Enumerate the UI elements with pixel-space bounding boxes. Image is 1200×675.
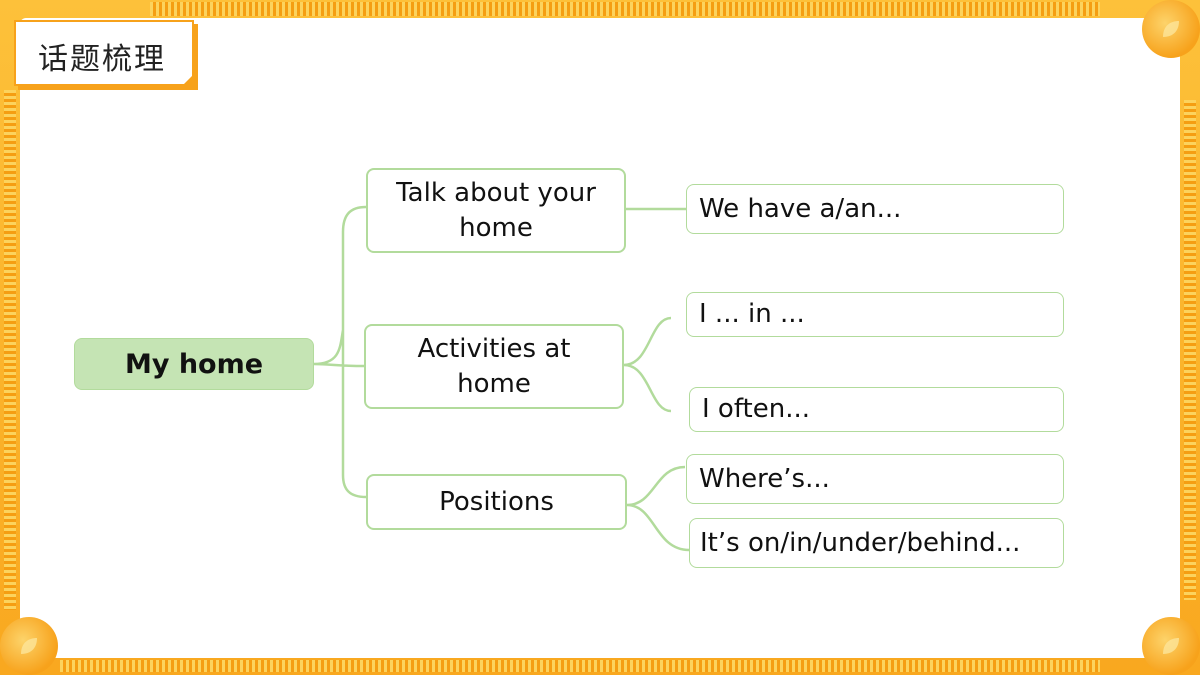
branch-label: Talk about your home: [396, 177, 596, 243]
mindmap-root-node: My home: [74, 338, 314, 390]
branch-activities-at-home: Activities at home: [364, 324, 624, 409]
leaf-we-have: We have a/an...: [686, 184, 1064, 234]
branch-positions: Positions: [366, 474, 627, 530]
branch-label: Activities at home: [417, 333, 571, 399]
leaf-icon: [21, 638, 37, 654]
corner-flower-top-right: [1142, 0, 1200, 58]
branch-label: Positions: [439, 486, 554, 517]
leaf-icon: [1163, 638, 1179, 654]
frame-stripe-right: [1184, 100, 1196, 600]
leaf-i-often: I often...: [689, 387, 1064, 432]
frame-stripe-left: [4, 90, 16, 610]
corner-flower-bottom-right: [1142, 617, 1200, 675]
page-title: 话题梳理: [38, 42, 166, 77]
connector-positions: [626, 465, 690, 552]
title-tab: 话题梳理: [14, 20, 194, 86]
corner-flower-bottom-left: [0, 617, 58, 675]
branch-talk-about-home: Talk about your home: [366, 168, 626, 253]
connector-root-branches: [313, 205, 367, 499]
leaf-its-on-in-under-behind: It’s on/in/under/behind...: [689, 518, 1064, 568]
frame-stripe-bottom: [60, 660, 1100, 672]
connector-activities: [623, 316, 672, 413]
leaf-i-in: I ... in ...: [686, 292, 1064, 337]
title-tab-fold: [182, 72, 196, 86]
leaf-icon: [1163, 21, 1179, 37]
frame-stripe-top: [150, 2, 1100, 16]
leaf-wheres: Where’s...: [686, 454, 1064, 504]
